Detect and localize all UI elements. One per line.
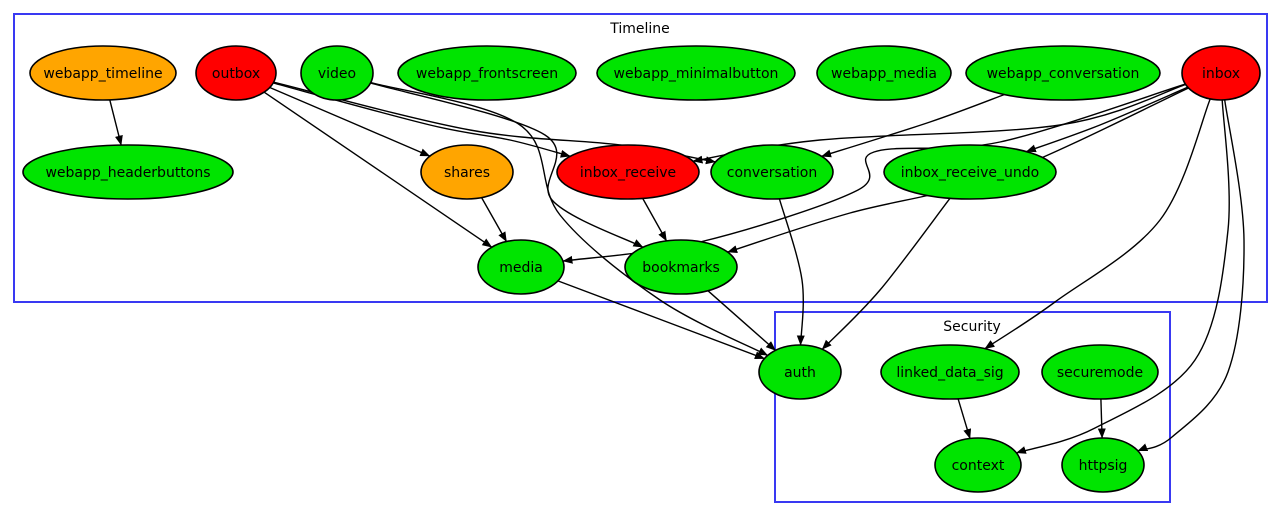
node-outbox-shape bbox=[195, 45, 277, 101]
node-securemode-label: securemode bbox=[1057, 365, 1143, 381]
node-webapp_media-shape bbox=[816, 45, 952, 101]
node-auth-label: auth bbox=[784, 365, 816, 381]
node-context-label: context bbox=[952, 458, 1005, 474]
node-httpsig-label: httpsig bbox=[1079, 458, 1128, 474]
cluster-security: Security bbox=[774, 311, 1171, 503]
node-inbox_receive_undo: inbox_receive_undo bbox=[883, 144, 1057, 200]
edge-inbox-to-linked_data_sig bbox=[984, 98, 1211, 350]
edge-inbox-to-context bbox=[1015, 99, 1230, 454]
node-media-shape bbox=[477, 239, 565, 295]
node-video: video bbox=[300, 45, 374, 101]
edge-outbox-to-shares bbox=[269, 86, 431, 157]
cluster-timeline-label: Timeline bbox=[609, 21, 670, 37]
edge-outbox-to-media bbox=[263, 91, 493, 248]
node-webapp_minimalbutton-label: webapp_minimalbutton bbox=[614, 66, 779, 82]
node-video-shape bbox=[300, 45, 374, 101]
cluster-timeline: Timeline bbox=[13, 13, 1268, 303]
cluster-security-border bbox=[774, 311, 1171, 503]
nodes-layer: webapp_timeline outbox video webapp_frontsc… bbox=[22, 45, 1261, 493]
cluster-timeline-border bbox=[13, 13, 1268, 303]
node-conversation: conversation bbox=[710, 144, 834, 200]
node-securemode: securemode bbox=[1041, 344, 1159, 400]
node-context-shape bbox=[934, 437, 1022, 493]
node-webapp_frontscreen-label: webapp_frontscreen bbox=[416, 66, 558, 82]
edge-inbox-to-httpsig bbox=[1137, 99, 1245, 452]
edge-inbox_receive_undo-to-auth bbox=[821, 197, 951, 350]
node-outbox: outbox bbox=[195, 45, 277, 101]
node-conversation-shape bbox=[710, 144, 834, 200]
edge-securemode-to-httpsig bbox=[1097, 398, 1106, 439]
node-media-label: media bbox=[499, 260, 543, 276]
node-webapp_conversation-shape bbox=[965, 45, 1161, 101]
edge-webapp_timeline-to-webapp_headerbuttons bbox=[109, 99, 123, 146]
node-shares: shares bbox=[420, 144, 514, 200]
node-webapp_timeline-label: webapp_timeline bbox=[43, 66, 162, 82]
edge-webapp_conversation-to-conversation bbox=[821, 93, 1005, 158]
node-webapp_minimalbutton: webapp_minimalbutton bbox=[596, 45, 796, 101]
node-webapp_headerbuttons-shape bbox=[22, 144, 234, 200]
node-auth-shape bbox=[758, 344, 842, 400]
edge-video-to-auth bbox=[370, 81, 769, 357]
node-webapp_headerbuttons-label: webapp_headerbuttons bbox=[45, 165, 210, 181]
edge-linked_data_sig-to-context bbox=[957, 398, 972, 439]
node-webapp_timeline: webapp_timeline bbox=[29, 45, 177, 101]
node-context: context bbox=[934, 437, 1022, 493]
node-webapp_timeline-shape bbox=[29, 45, 177, 101]
edge-inbox-to-inbox_receive_undo bbox=[1025, 86, 1189, 153]
node-shares-label: shares bbox=[444, 165, 490, 181]
node-inbox_receive: inbox_receive bbox=[556, 144, 700, 200]
edge-bookmarks-to-auth bbox=[707, 290, 776, 351]
node-webapp_frontscreen-shape bbox=[397, 45, 577, 101]
node-outbox-label: outbox bbox=[212, 66, 260, 82]
node-media: media bbox=[477, 239, 565, 295]
node-linked_data_sig-label: linked_data_sig bbox=[896, 365, 1003, 381]
node-linked_data_sig-shape bbox=[880, 344, 1020, 400]
cluster-security-label: Security bbox=[943, 319, 1001, 335]
edge-inbox_receive-to-bookmarks bbox=[642, 198, 668, 242]
node-shares-shape bbox=[420, 144, 514, 200]
node-webapp_headerbuttons: webapp_headerbuttons bbox=[22, 144, 234, 200]
node-auth: auth bbox=[758, 344, 842, 400]
node-webapp_conversation: webapp_conversation bbox=[965, 45, 1161, 101]
node-linked_data_sig: linked_data_sig bbox=[880, 344, 1020, 400]
node-inbox_receive-shape bbox=[556, 144, 700, 200]
edge-media-to-auth bbox=[557, 280, 765, 360]
node-video-label: video bbox=[318, 66, 356, 82]
node-bookmarks: bookmarks bbox=[624, 239, 738, 295]
node-inbox-label: inbox bbox=[1202, 66, 1240, 82]
edge-video-to-bookmarks bbox=[370, 82, 644, 248]
node-securemode-shape bbox=[1041, 344, 1159, 400]
node-inbox-shape bbox=[1181, 45, 1261, 101]
node-httpsig: httpsig bbox=[1061, 437, 1145, 493]
node-webapp_minimalbutton-shape bbox=[596, 45, 796, 101]
node-webapp_conversation-label: webapp_conversation bbox=[987, 66, 1140, 82]
node-conversation-label: conversation bbox=[727, 165, 817, 181]
node-bookmarks-label: bookmarks bbox=[642, 260, 720, 276]
node-httpsig-shape bbox=[1061, 437, 1145, 493]
edge-conversation-to-auth bbox=[778, 198, 805, 346]
node-bookmarks-shape bbox=[624, 239, 738, 295]
edge-shares-to-media bbox=[480, 197, 508, 243]
node-inbox_receive_undo-shape bbox=[883, 144, 1057, 200]
node-webapp_frontscreen: webapp_frontscreen bbox=[397, 45, 577, 101]
node-inbox: inbox bbox=[1181, 45, 1261, 101]
node-inbox_receive_undo-label: inbox_receive_undo bbox=[901, 165, 1039, 181]
node-webapp_media-label: webapp_media bbox=[831, 66, 937, 82]
node-inbox_receive-label: inbox_receive bbox=[580, 165, 676, 181]
node-webapp_media: webapp_media bbox=[816, 45, 952, 101]
